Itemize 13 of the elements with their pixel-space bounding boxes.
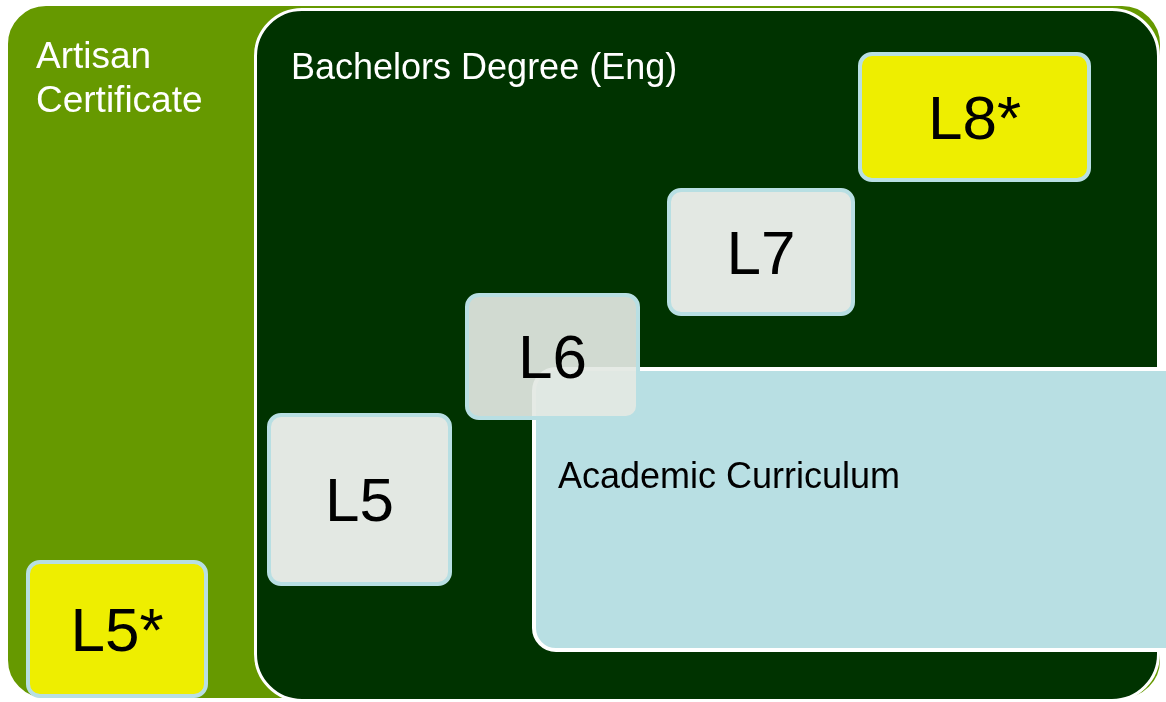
level-box	[858, 52, 1091, 182]
level-label: L5*	[70, 593, 164, 665]
level-box	[26, 560, 208, 698]
level-label: L5	[325, 464, 394, 535]
level-label: L6	[518, 321, 587, 392]
level-label: L8*	[927, 81, 1022, 153]
level-label: L7	[726, 216, 796, 288]
panel-heading: Bachelors Degree (Eng)	[291, 46, 678, 87]
level-box	[667, 188, 855, 316]
level-box	[267, 413, 452, 586]
level-box	[465, 293, 640, 420]
panel-heading: Artisan Certificate	[36, 34, 204, 123]
panel-heading: Academic Curriculum	[558, 455, 901, 496]
